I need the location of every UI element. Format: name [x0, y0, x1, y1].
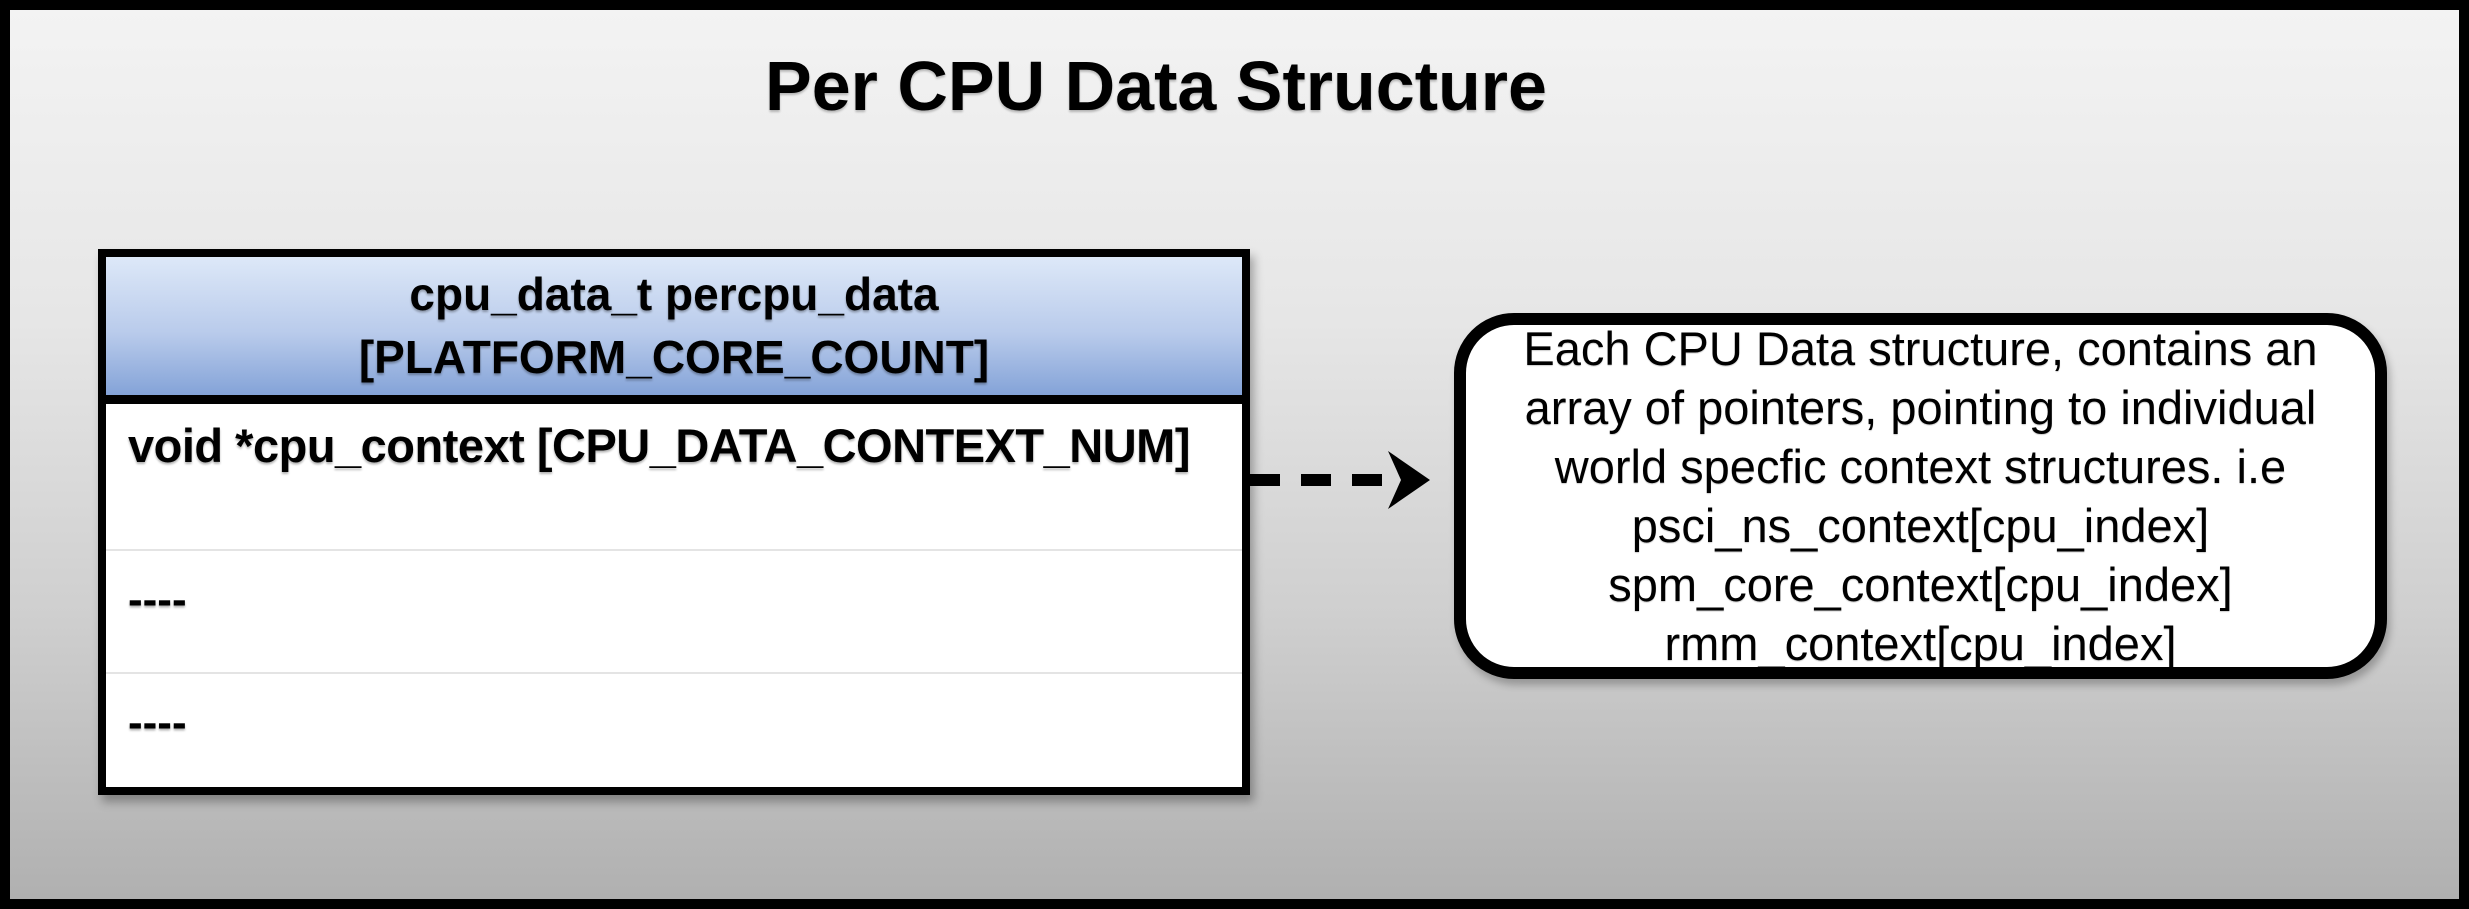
note-line: world specfic context structures. i.e: [1554, 440, 2287, 493]
struct-header-line2: [PLATFORM_CORE_COUNT]: [358, 331, 990, 383]
dashed-right-arrow-icon: [1250, 451, 1430, 509]
table-row: void *cpu_context [CPU_DATA_CONTEXT_NUM]: [128, 419, 1190, 472]
table-row: ----: [106, 549, 1242, 672]
table-row: ----: [106, 672, 1242, 787]
struct-header-line1: cpu_data_t percpu_data: [409, 268, 939, 320]
struct-table-header: cpu_data_t percpu_data [PLATFORM_CORE_CO…: [106, 257, 1242, 404]
note-line: array of pointers, pointing to individua…: [1524, 381, 2317, 434]
cpu-data-struct-table: cpu_data_t percpu_data [PLATFORM_CORE_CO…: [98, 249, 1250, 795]
note-line: psci_ns_context[cpu_index]: [1631, 499, 2210, 552]
note-line: spm_core_context[cpu_index]: [1608, 558, 2233, 611]
note-line: rmm_context[cpu_index]: [1664, 617, 2177, 670]
note-line: Each CPU Data structure, contains an: [1523, 322, 2318, 375]
page-title: Per CPU Data Structure: [765, 47, 1547, 125]
note-callout-box: Each CPU Data structure, contains an arr…: [1454, 313, 2387, 679]
